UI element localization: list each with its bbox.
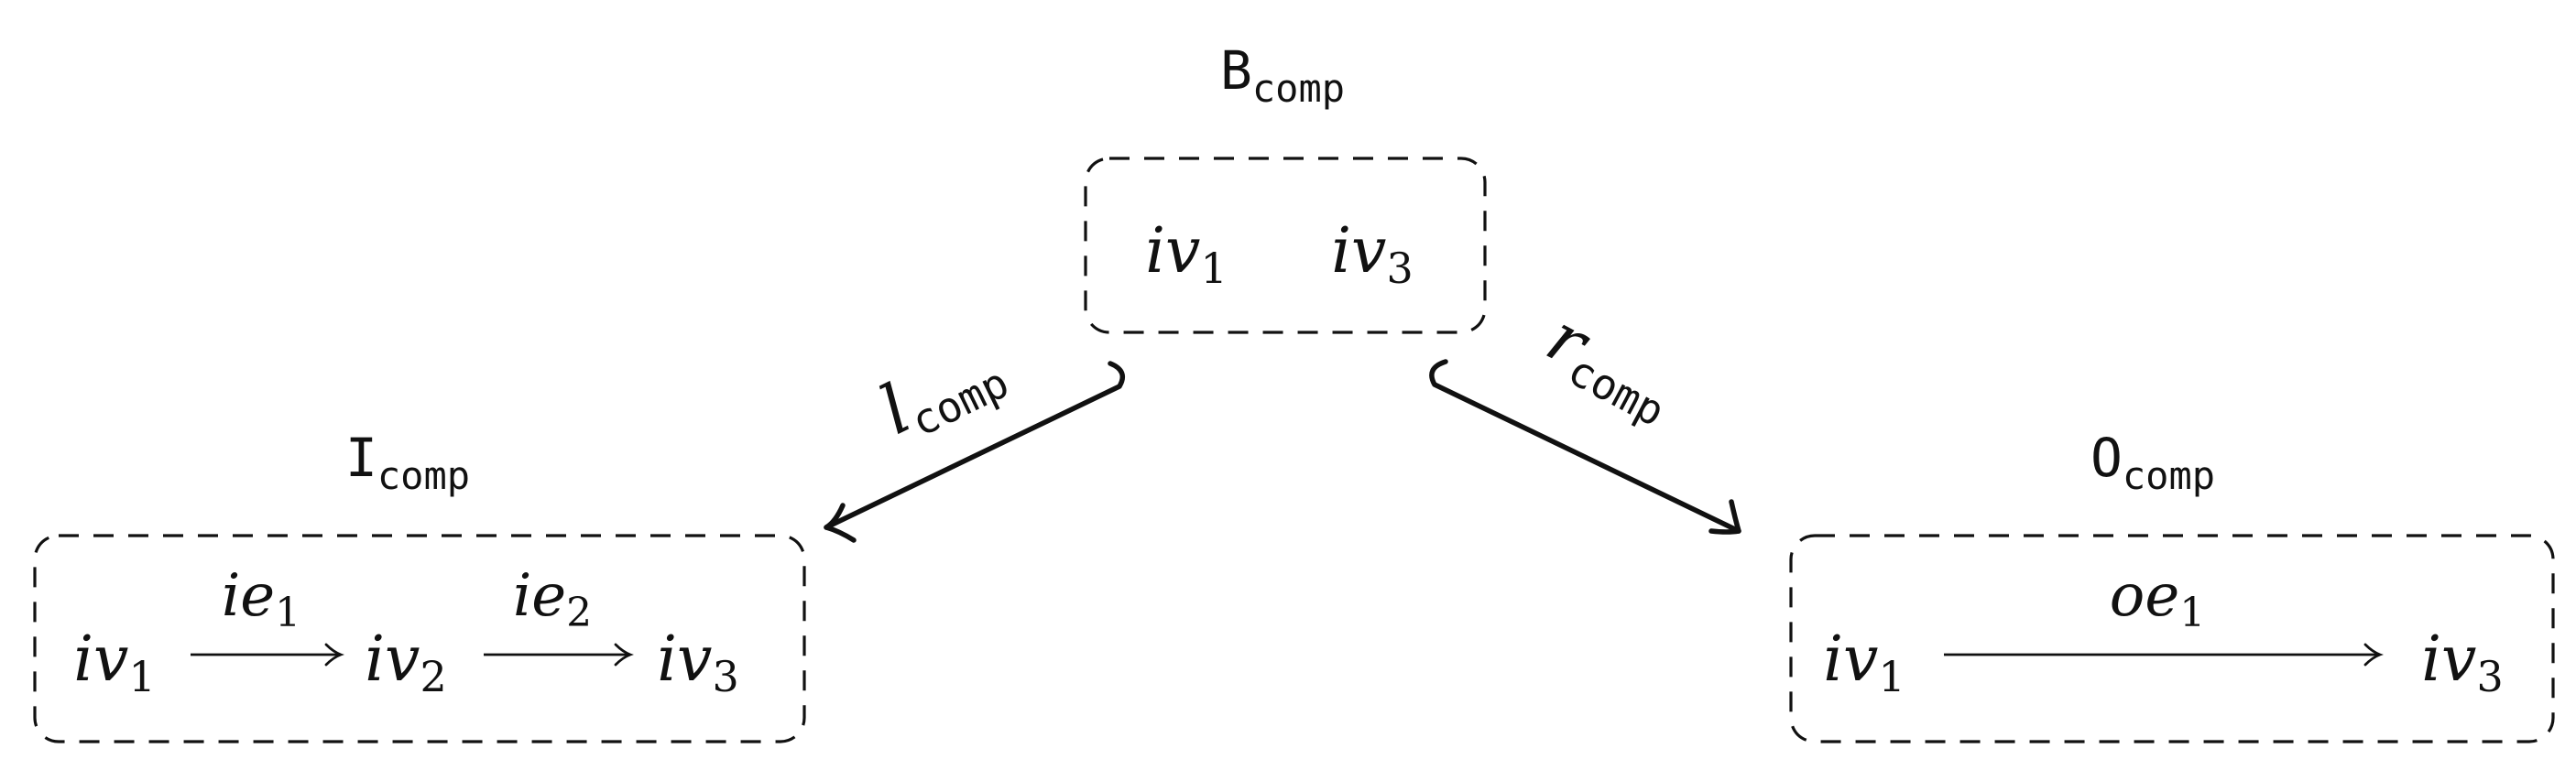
graph-b-comp-label: Bcomp — [1220, 39, 1345, 111]
morphism-l-comp-label: lcomp — [868, 325, 1017, 456]
graph-i-comp-box — [33, 534, 806, 743]
vertex-o-iv3: iv3 — [2421, 624, 2503, 701]
graph-o-comp: Ocomp iv1 iv3 oe1 — [1789, 427, 2555, 743]
edge-i-ie1 — [191, 643, 344, 667]
edge-i-ie1-label: ie1 — [222, 562, 300, 636]
graph-o-comp-box — [1789, 534, 2555, 743]
edge-i-ie2 — [484, 643, 634, 667]
vertex-i-iv2: iv2 — [365, 624, 446, 701]
morphism-r-comp — [1429, 359, 1741, 535]
vertex-b-iv3: iv3 — [1331, 215, 1413, 293]
graph-i-comp: Icomp iv1 iv2 iv3 ie1 ie2 — [33, 427, 806, 743]
morphism-r-comp-label: rcomp — [1532, 298, 1690, 437]
edge-o-oe1-label: oe1 — [2110, 562, 2205, 636]
graph-b-comp: Bcomp iv1 iv3 — [1084, 39, 1487, 334]
morphism-l-comp — [824, 361, 1126, 543]
graph-b-comp-box — [1084, 157, 1487, 334]
edge-i-ie2-label: ie2 — [513, 562, 592, 636]
vertex-b-iv1: iv1 — [1145, 215, 1227, 293]
graph-o-comp-label: Ocomp — [2090, 427, 2215, 498]
edge-o-oe1 — [1944, 643, 2384, 667]
graph-i-comp-label: Icomp — [345, 427, 470, 498]
vertex-o-iv1: iv1 — [1823, 624, 1905, 701]
vertex-i-iv3: iv3 — [657, 624, 738, 701]
vertex-i-iv1: iv1 — [73, 624, 155, 701]
